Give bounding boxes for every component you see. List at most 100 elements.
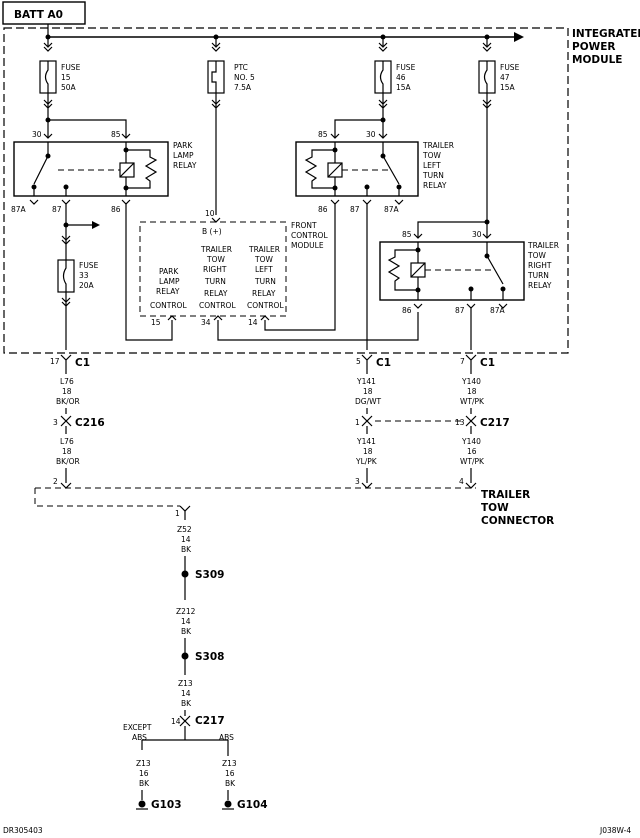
ptc-l3: 7.5A: [234, 83, 252, 92]
footer-right: J038W-4: [599, 826, 631, 835]
wire-z13-b-3: BK: [139, 779, 150, 788]
fcm-c3-1: TRAILER: [248, 245, 280, 254]
right-pin-87a: 87A: [490, 306, 506, 315]
fuse-46-l1: FUSE: [396, 63, 416, 72]
fuse-46: FUSE 46 15A: [374, 37, 416, 123]
fuse-47-l1: FUSE: [500, 63, 520, 72]
park-pin-85: 85: [111, 130, 121, 139]
wire-y141-a-1: Y141: [356, 377, 376, 386]
park-control-wire: [125, 204, 173, 341]
fuse-47: FUSE 47 15A: [478, 37, 520, 225]
wire-y140-a-3: WT/PK: [460, 397, 485, 406]
fcm-pin-10: 10: [205, 209, 215, 218]
wire-z13-a-1: Z13: [178, 679, 193, 688]
left-control-wire: [264, 204, 336, 331]
wire-l76-a-3: BK/OR: [56, 397, 80, 406]
c216-pin-3: 3: [53, 418, 58, 427]
c1-label-right: C1: [480, 357, 495, 369]
wire-y140-b-1: Y140: [461, 437, 481, 446]
wire-y140-a-2: 18: [467, 387, 477, 396]
park-lamp-relay: 30 85 87A 87 86 PARK LAMP RELAY: [11, 119, 197, 214]
wire-y141-b-3: YL/PK: [355, 457, 378, 466]
wire-y141-b-1: Y141: [356, 437, 376, 446]
right-relay-name-1: TRAILER: [527, 241, 559, 250]
right-control-wire: [217, 312, 419, 341]
c1-pin-17: 17: [50, 357, 60, 366]
wire-l76-a-2: 18: [62, 387, 72, 396]
ttc-pin-2: 2: [53, 477, 58, 486]
ttc-label-1: TRAILER: [481, 489, 530, 501]
splice-s309: S309: [195, 569, 224, 581]
wire-z212-1: Z212: [176, 607, 196, 616]
wire-z13-c-2: 16: [225, 769, 235, 778]
fuse-33-l1: FUSE: [79, 261, 99, 270]
left-relay-name-3: LEFT: [423, 161, 441, 170]
c1-label-left: C1: [75, 357, 90, 369]
park-relay-name-1: PARK: [173, 141, 193, 150]
park-relay-name-2: LAMP: [173, 151, 194, 160]
ground-g104-dot: [224, 800, 232, 808]
park-pin-86: 86: [111, 205, 121, 214]
right-relay-name-4: TURN: [527, 271, 549, 280]
left-relay-name-4: TURN: [422, 171, 444, 180]
branch-abs-left: ABS: [132, 733, 147, 742]
y140-wire: Y140 18 WT/PK 13 C217 Y140 16 WT/PK: [455, 368, 510, 489]
left-pin-86: 86: [318, 205, 328, 214]
wire-z13-b-2: 16: [139, 769, 149, 778]
ipm-boundary: [3, 27, 569, 354]
wire-y140-a-1: Y140: [461, 377, 481, 386]
right-pin-30: 30: [472, 230, 482, 239]
wire-l76-a-1: L76: [60, 377, 74, 386]
fcm-name-2: CONTROL: [291, 231, 328, 240]
ptc-l2: NO. 5: [234, 73, 255, 82]
fcm-c1-1: PARK: [159, 267, 179, 276]
fcm-c1-2: LAMP: [159, 277, 180, 286]
wire-z52-2: 14: [181, 535, 191, 544]
fuse-33-l3: 20A: [79, 281, 95, 290]
fcm-c1-4: CONTROL: [150, 301, 187, 310]
y141-wire: Y141 18 DG/WT 1 Y141 18 YL/PK: [355, 368, 463, 489]
fcm-c3-3: LEFT: [255, 265, 273, 274]
branch-abs-right: ABS: [219, 733, 234, 742]
ptc-5: PTC NO. 5 7.5A: [207, 37, 255, 215]
c1-connectors: 17 C1 5 C1 7 C1: [50, 354, 495, 369]
park-pin-30: 30: [32, 130, 42, 139]
park-pin-87: 87: [52, 205, 62, 214]
wire-z13-c-1: Z13: [222, 759, 237, 768]
fcm-c3-6: CONTROL: [247, 301, 284, 310]
fcm-c2-5: RELAY: [204, 289, 228, 298]
fcm-c2-3: RIGHT: [203, 265, 227, 274]
splice-s309-dot: [181, 570, 189, 578]
wire-l76-b-3: BK/OR: [56, 457, 80, 466]
ipm-label-1: INTEGRATED: [572, 28, 640, 40]
c217-label: C217: [480, 417, 510, 429]
c217-pin-1: 1: [355, 418, 360, 427]
left-relay-name-2: TOW: [422, 151, 441, 160]
left-pin-87: 87: [350, 205, 360, 214]
fuse-46-l3: 15A: [396, 83, 412, 92]
fcm-c1-3: RELAY: [156, 287, 180, 296]
wire-y141-a-2: 18: [363, 387, 373, 396]
left-pin-30: 30: [366, 130, 376, 139]
c217-ground-label: C217: [195, 715, 225, 727]
wire-z13-a-2: 14: [181, 689, 191, 698]
park-output: FUSE 33 20A: [57, 204, 100, 350]
fcm-pin-14: 14: [248, 318, 258, 327]
ipm-label-2: POWER: [572, 41, 615, 53]
ttc-pin-4: 4: [459, 477, 464, 486]
left-pin-85: 85: [318, 130, 328, 139]
trailer-tow-connector: 2 3 4 1 TRAILER TOW CONNECTOR: [34, 477, 554, 527]
ttc-pin-1: 1: [175, 509, 180, 518]
ttc-pin-3: 3: [355, 477, 360, 486]
c1-label-mid: C1: [376, 357, 391, 369]
fcm-c3-5: RELAY: [252, 289, 276, 298]
fuse-47-l3: 15A: [500, 83, 516, 92]
ground-path: Z52 14 BK S309 Z212 14 BK S308 Z13 14 BK…: [123, 511, 268, 811]
fcm-c2-2: TOW: [206, 255, 225, 264]
batt-label: BATT A0: [14, 9, 63, 21]
wire-z13-c-3: BK: [225, 779, 236, 788]
fuse-15-l2: 15: [61, 73, 71, 82]
ttc-label-3: CONNECTOR: [481, 515, 554, 527]
batt-box: [2, 1, 86, 25]
